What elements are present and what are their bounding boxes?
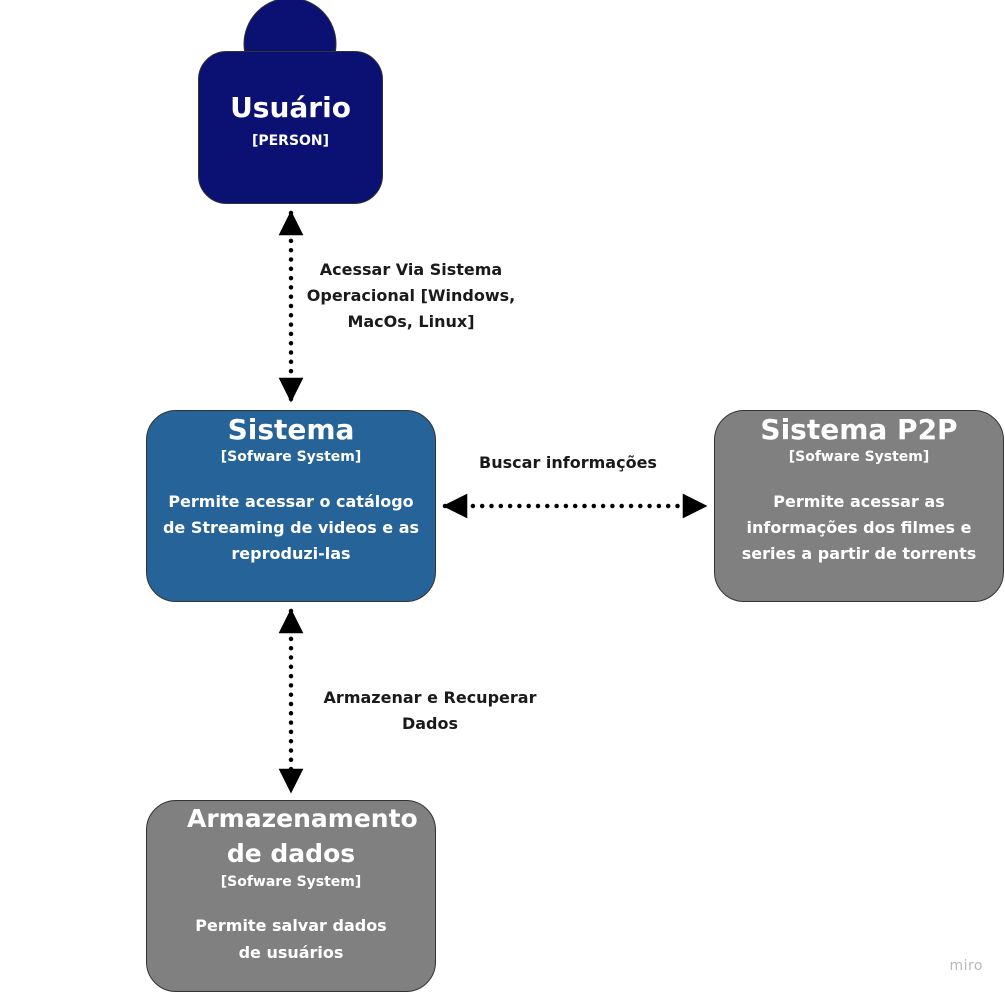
p2p-description: Permite acessar as informações dos filme… [741, 492, 977, 563]
person-type: [PERSON] [251, 133, 330, 149]
p2p-type: [Sofware System] [788, 449, 930, 465]
system-description: Permite acessar o catálogo de Streaming … [162, 492, 420, 563]
system-p2p-label: Buscar informações [479, 453, 657, 472]
system-type: [Sofware System] [220, 449, 362, 465]
person-body-shape [198, 51, 383, 204]
system-node: Sistema [Sofware System] Permite acessar… [146, 410, 436, 602]
storage-type: [Sofware System] [220, 874, 362, 890]
storage-title: Armazenamento de dados [187, 804, 418, 868]
system-title: Sistema [227, 413, 355, 446]
person-node: Usuário [PERSON] [198, 90, 383, 156]
user-system-label: Acessar Via Sistema Operacional [Windows… [306, 260, 516, 331]
p2p-node: Sistema P2P [Sofware System] Permite ace… [714, 410, 1004, 602]
storage-description: Permite salvar dados de usuários [195, 916, 387, 962]
storage-node: Armazenamento de dados [Sofware System] … [146, 800, 436, 992]
miro-watermark: miro [949, 958, 983, 974]
system-storage-label: Armazenar e Recuperar Dados [323, 688, 537, 733]
p2p-title: Sistema P2P [760, 413, 958, 446]
person-title: Usuário [230, 91, 351, 124]
